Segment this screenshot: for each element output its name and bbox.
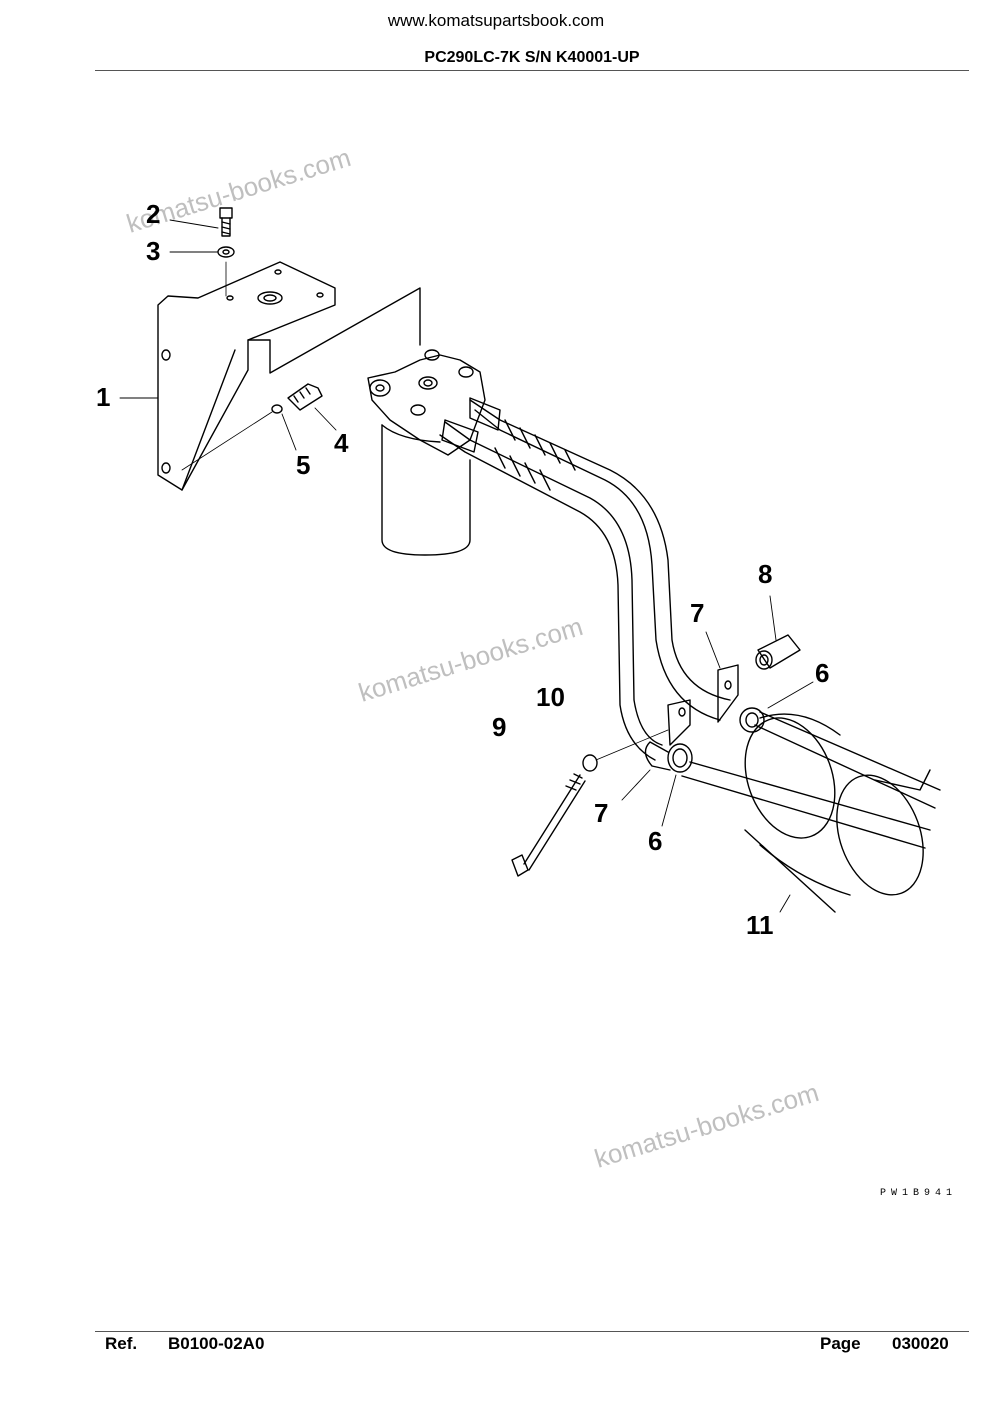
bolt-part-9: [511, 773, 586, 877]
callout-7: 7: [690, 598, 704, 628]
callout-9: 9: [492, 712, 506, 742]
bolt-part-2: [219, 207, 233, 237]
callout-11: 11: [746, 910, 774, 940]
callout-4: 4: [334, 428, 349, 458]
callout-1: 1: [96, 382, 110, 412]
sleeve-part-8: [755, 634, 801, 670]
callout-10: 10: [536, 682, 565, 712]
callout-6: 6: [648, 826, 662, 856]
filter-head: [367, 349, 486, 456]
callout-3: 3: [146, 236, 160, 266]
callout-5: 5: [296, 450, 310, 480]
hose-upper: [469, 399, 731, 721]
filter-canister: [381, 424, 471, 556]
callout-7: 7: [594, 798, 608, 828]
pipe-assembly: [681, 711, 941, 849]
grommet-part-6: [644, 707, 765, 773]
clamp-plate-7: [667, 664, 739, 746]
washer-part-3: [217, 246, 235, 258]
callout-6: 6: [815, 658, 829, 688]
ref-value: B0100-02A0: [168, 1334, 265, 1353]
callout-2: 2: [146, 199, 160, 229]
model-title: PC290LC-7K S/N K40001-UP: [424, 49, 640, 66]
ref-label: Ref.: [105, 1334, 138, 1353]
hose-fittings: [441, 397, 501, 453]
leader-lines: [119, 219, 814, 913]
footer-rule: [95, 1331, 969, 1332]
header-rule: [95, 70, 969, 71]
protector-part-11: [744, 713, 931, 913]
washer-part-10: [582, 754, 598, 772]
site-url[interactable]: www.komatsupartsbook.com: [387, 11, 605, 30]
watermark-text: komatsu-books.com: [591, 1077, 822, 1174]
page-label: Page: [820, 1334, 861, 1353]
page-value: 030020: [892, 1334, 949, 1353]
hose-lower: [439, 421, 663, 761]
drawing-code: PW1B941: [880, 1188, 958, 1199]
callout-8: 8: [758, 559, 772, 589]
bracket-part: [157, 261, 421, 491]
washer-part-5: [271, 404, 283, 414]
bolt-part-4: [287, 383, 323, 411]
